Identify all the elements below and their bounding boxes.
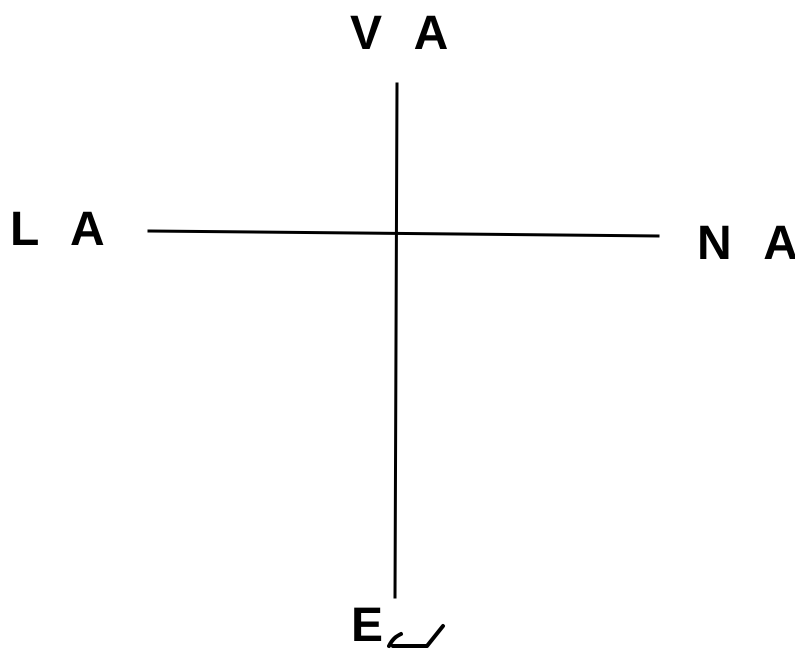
horizontal-axis-line (147, 229, 660, 238)
label-bottom-group: E (351, 602, 447, 650)
label-bottom: E (351, 599, 384, 652)
vertical-axis-line (393, 82, 399, 599)
label-right: N A (697, 217, 795, 270)
label-left: L A (10, 203, 115, 256)
handwritten-mark-icon (387, 624, 446, 648)
label-top: V A (350, 7, 459, 60)
